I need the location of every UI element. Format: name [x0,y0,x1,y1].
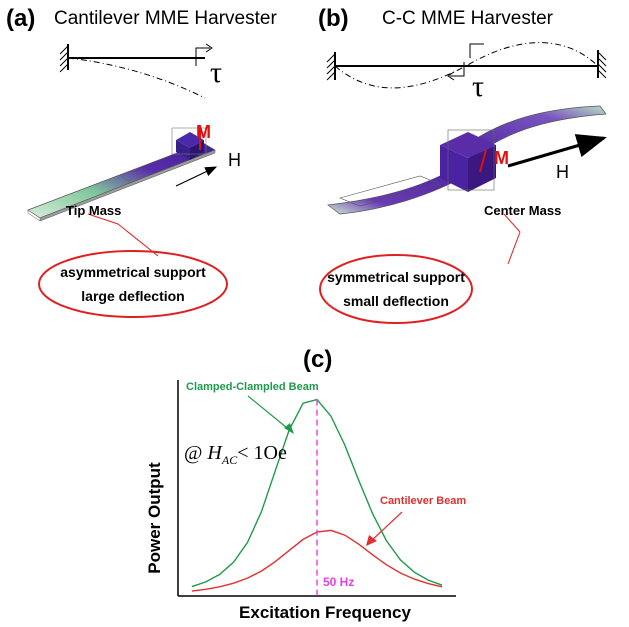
field-condition-annotation: @ HAC< 1Oe [184,442,287,468]
tau-label-a: τ [210,56,223,89]
power-chart: Excitation Frequency Power Output 50 Hz Cla… [145,380,466,622]
annotation-suffix: < 1Oe [237,442,287,464]
tip-mass-label: Tip Mass [66,203,122,218]
panel-a-label: (a) [6,5,36,32]
pointer-cantilever [369,511,403,543]
cantilever-beam-3d [27,127,216,222]
center-mass-label: Center Mass [484,203,562,218]
series-line-clamped [191,398,443,588]
cantilever-schematic [59,43,213,99]
moment-label-b: M [494,148,509,168]
moment-label-a: M [196,122,211,142]
field-label-a: H [228,150,241,170]
panel-b-label: (b) [318,5,349,32]
pointer-cantilever-head [366,535,377,546]
ellipse-b-line2: small deflection [343,293,449,309]
annotation-sub: AC [221,453,238,467]
ellipse-b [319,254,473,324]
ellipse-b-line1: symmetrical support [327,269,465,285]
x-axis-label: Excitation Frequency [239,603,411,622]
ellipse-a-line1: asymmetrical support [60,264,206,280]
annotation-prefix: @ [184,442,208,464]
panel-a-title: Cantilever MME Harvester [54,8,277,29]
panel-c-label: (c) [303,346,333,373]
ellipse-a-text: asymmetrical support large deflection [39,260,227,308]
ellipse-a [38,250,228,318]
pointer-clamped-head [284,423,294,434]
y-axis-label: Power Output [145,462,164,574]
field-label-b: H [556,162,569,182]
chart-series [191,398,443,596]
cc-beam-3d [327,105,607,215]
legend-cantilever: Cantilever Beam [380,495,466,507]
legend-clamped: Clamped-Clampled Beam [186,381,319,393]
pointer-clamped [247,395,293,433]
ellipse-a-line2: large deflection [81,288,185,304]
panel-b-title: C-C MME Harvester [382,8,554,29]
harvester-diagrams [27,42,607,324]
marker-label-50hz: 50 Hz [323,575,354,589]
cc-schematic [326,42,607,89]
tau-label-b: τ [472,70,485,103]
ellipse-b-text: symmetrical support small deflection [320,265,472,313]
chart-labels: Excitation Frequency Power Output 50 Hz Cla… [145,381,466,622]
chart-axes [177,380,456,597]
annotation-h: H [207,442,222,464]
